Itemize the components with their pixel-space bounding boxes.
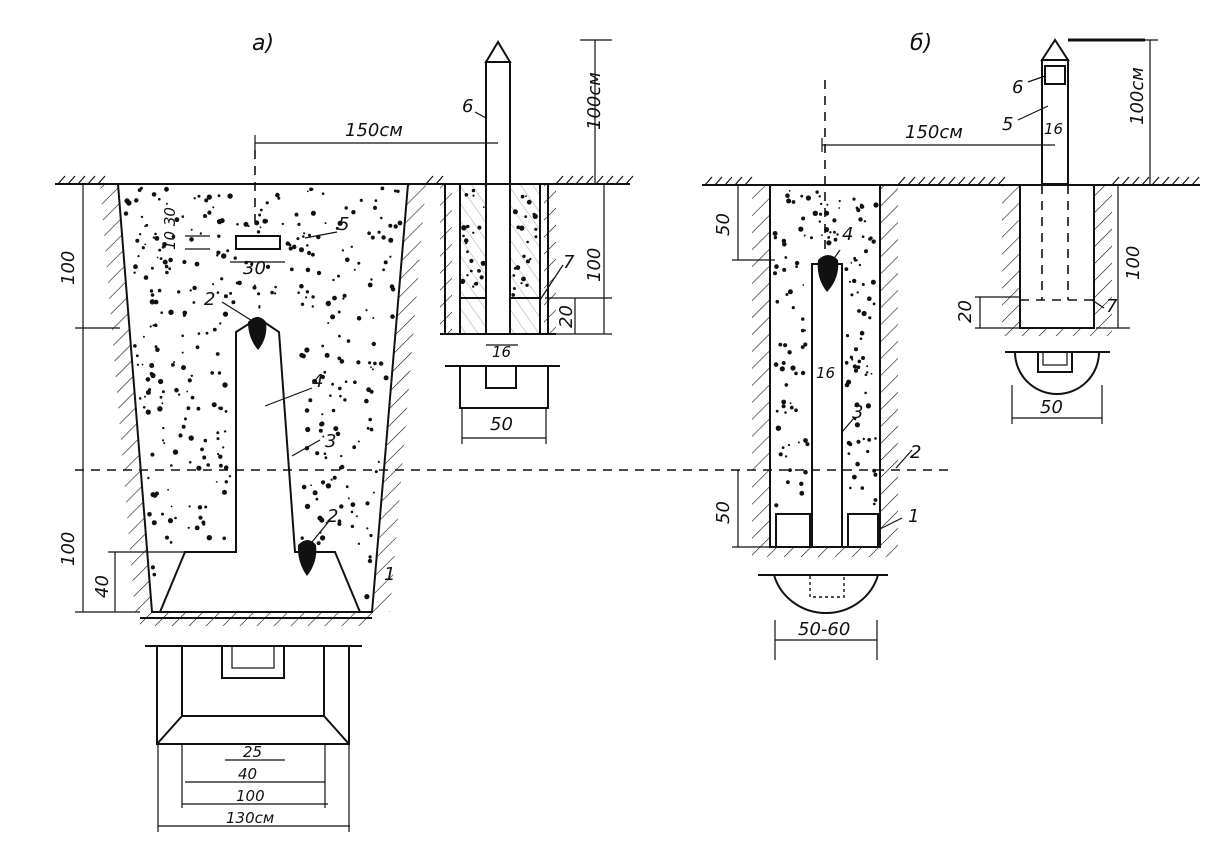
dim-50-upper-b: 50: [713, 213, 734, 236]
dim-16-a: 16: [492, 343, 511, 361]
dim-150-b: 150см: [905, 122, 963, 143]
pit-a: [100, 183, 538, 626]
dim-50-foot-b: 50: [1040, 397, 1063, 418]
post-plan-b: [1005, 351, 1110, 424]
dim-10-30-a: 10 30: [161, 207, 179, 250]
dimensions-a: [75, 39, 612, 832]
callout-3-a: 3: [325, 431, 336, 452]
callout-7-a: 7: [563, 252, 575, 273]
dim-130-a: 130см: [226, 809, 274, 827]
callout-2b-a: 2: [327, 506, 338, 527]
figure-a: a) 150см 100см 100 100 40 10 30 30 100 2…: [55, 31, 955, 832]
dim-20-b: 20: [955, 300, 976, 323]
callout-2a-a: 2: [204, 289, 215, 310]
dim-40-a: 40: [92, 575, 113, 598]
center-marks-a: [248, 317, 317, 576]
figure-b: б) 150см 100см 50 50 16 16 100 20 50 50-…: [702, 31, 1200, 660]
dimensions-b: [732, 38, 1158, 548]
dim-30-a: 30: [243, 258, 266, 279]
callout-1-a: 1: [384, 564, 395, 585]
callout-4-a: 4: [312, 371, 323, 392]
dim-40b-a: 40: [238, 765, 257, 783]
dim-100-lower-a: 100: [58, 532, 79, 566]
signal-post-a: [440, 40, 556, 335]
dim-100b-a: 100: [236, 787, 265, 805]
dim-50-a: 50: [490, 414, 513, 435]
dim-20-a: 20: [556, 305, 577, 328]
callout-1-b: 1: [908, 506, 919, 527]
callout-6-a: 6: [462, 96, 473, 117]
callout-2-b: 2: [910, 442, 921, 463]
dim-100cm-a: 100см: [584, 72, 605, 130]
marker-plate-a: [235, 150, 281, 250]
monolith-b: [775, 80, 879, 548]
ground-surface-a: [55, 175, 634, 185]
dim-100-post-b: 100: [1123, 246, 1144, 280]
dim-150-a: 150см: [345, 120, 403, 141]
labels-a: a) 150см 100см 100 100 40 10 30 30 100 2…: [58, 31, 605, 827]
dim-25-a: 25: [243, 743, 262, 761]
foundation-plan-a: [145, 645, 362, 745]
dim-100cm-b: 100см: [1127, 67, 1148, 125]
callout-6-b: 6: [1012, 77, 1023, 98]
dim-16-col-b: 16: [816, 364, 835, 382]
callout-5-a: 5: [338, 214, 349, 235]
signal-post-b: [1002, 38, 1112, 336]
ground-surface-b: [702, 176, 1200, 186]
dim-50-60-b: 50-60: [798, 619, 850, 640]
callout-5-b: 5: [1002, 114, 1013, 135]
monolith-a: [158, 316, 362, 613]
dim-16-post-b: 16: [1044, 120, 1063, 138]
post-plan-a: [445, 365, 560, 409]
panel-label-b: б): [910, 31, 932, 56]
dim-100-upper-a: 100: [58, 251, 79, 285]
callout-4-b: 4: [842, 224, 853, 245]
labels-b: б) 150см 100см 50 50 16 16 100 20 50 50-…: [713, 31, 1148, 640]
dim-100-post-a: 100: [584, 248, 605, 282]
dim-50-lower-b: 50: [713, 501, 734, 524]
foundation-plan-b: [758, 574, 888, 660]
callout-7-b: 7: [1106, 296, 1118, 317]
panel-label-a: a): [252, 31, 274, 56]
callout-3-b: 3: [852, 402, 863, 423]
